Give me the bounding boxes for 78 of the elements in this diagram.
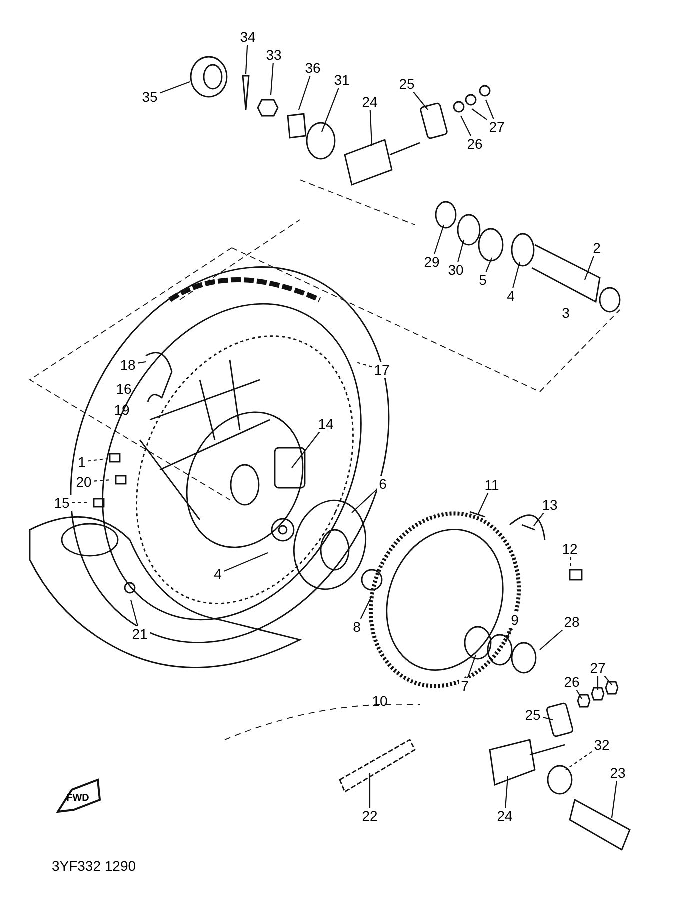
leader-line: [604, 676, 612, 686]
leader-line: [160, 81, 190, 94]
callout-number: 26: [465, 136, 485, 152]
callout-number: 27: [487, 119, 507, 135]
leader-line: [298, 76, 311, 110]
leader-line: [354, 361, 372, 368]
callout-number: 32: [592, 737, 612, 753]
leader-line: [478, 492, 489, 516]
leader-line: [130, 600, 138, 626]
leader-line: [486, 258, 492, 272]
leader-line: [512, 262, 521, 288]
leader-line: [72, 502, 90, 504]
leader-line: [584, 256, 595, 280]
callout-number: 9: [509, 612, 521, 628]
callout-number: 29: [422, 254, 442, 270]
callout-number: 13: [540, 497, 560, 513]
leader-line: [292, 432, 320, 468]
callout-number: 3: [562, 306, 570, 320]
callout-number: 23: [608, 765, 628, 781]
callout-number: 34: [238, 29, 258, 45]
leader-line: [370, 110, 373, 146]
leader-line: [506, 628, 512, 642]
leader-line: [413, 92, 428, 110]
callout-number: 25: [523, 707, 543, 723]
callout-number: 20: [74, 474, 94, 490]
callout-number: 31: [332, 72, 352, 88]
leader-line: [434, 224, 445, 254]
leader-line: [460, 116, 472, 136]
callout-number: 2: [591, 240, 603, 256]
leader-line: [360, 596, 372, 620]
callout-number: 21: [130, 626, 150, 642]
leader-line: [472, 108, 488, 120]
leader-line: [611, 780, 618, 818]
leader-line: [321, 88, 340, 132]
callout-number: 4: [212, 566, 224, 582]
leader-line: [576, 690, 582, 700]
callout-number: 4: [505, 288, 517, 304]
diagram-code: 3YF332 1290: [52, 859, 136, 873]
callout-number: 15: [52, 495, 72, 511]
leader-line: [542, 716, 554, 721]
callout-number: 35: [140, 89, 160, 105]
leader-line: [597, 676, 599, 690]
leader-line: [270, 62, 274, 96]
callout-number: 12: [560, 541, 580, 557]
callout-number: 5: [477, 272, 489, 288]
callout-number: 18: [118, 357, 138, 373]
leader-line: [566, 752, 592, 770]
leader-line: [505, 776, 509, 808]
callout-number: 27: [588, 660, 608, 676]
leader-line: [369, 773, 371, 808]
callout-number: 1: [76, 454, 88, 470]
callout-number: 14: [316, 416, 336, 432]
callout-number: 28: [562, 614, 582, 630]
callout-number: 6: [377, 476, 389, 492]
leader-line: [534, 512, 544, 526]
leader-line: [458, 240, 465, 262]
callout-number: 10: [372, 694, 388, 708]
callout-number: 8: [351, 619, 363, 635]
callout-number: 24: [360, 94, 380, 110]
direction-label: FWD: [66, 794, 90, 804]
callout-number: 7: [459, 678, 471, 694]
leader-line: [570, 556, 572, 566]
leader-line: [352, 489, 378, 514]
leader-line: [486, 100, 494, 120]
callout-number: 26: [562, 674, 582, 690]
callout-number: 17: [372, 362, 392, 378]
callout-number: 33: [264, 47, 284, 63]
leader-line: [467, 654, 477, 678]
leader-line: [245, 44, 248, 74]
leader-line: [224, 552, 268, 572]
leader-line: [540, 630, 564, 650]
callout-number: 30: [446, 262, 466, 278]
callout-number: 25: [397, 76, 417, 92]
callout-number: 36: [303, 60, 323, 76]
callout-number: 22: [360, 808, 380, 824]
callout-number: 24: [495, 808, 515, 824]
leader-line: [138, 361, 146, 364]
callout-number: 16: [116, 382, 132, 396]
